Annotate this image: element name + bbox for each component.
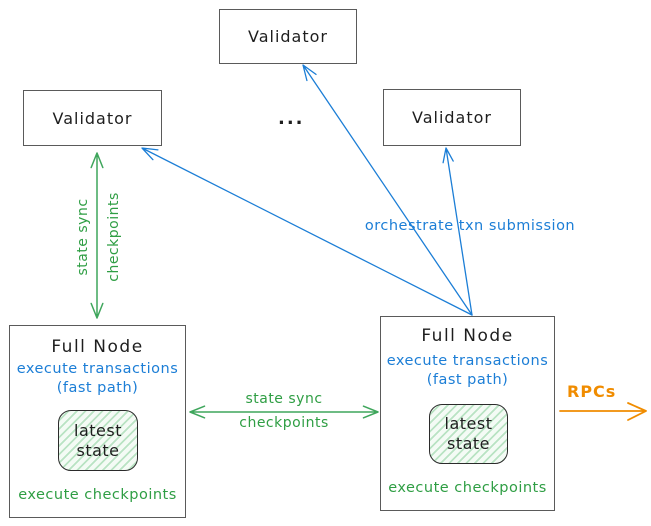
node-full-node-right: Full Node execute transactions (fast pat… bbox=[380, 316, 555, 511]
label-horizontal-checkpoints: checkpoints bbox=[239, 415, 329, 431]
full-node-right-latest-state: latest state bbox=[429, 404, 508, 464]
full-node-left-execute-transactions: execute transactions bbox=[16, 361, 179, 377]
validator-left-label: Validator bbox=[52, 108, 133, 128]
label-vertical-state-sync: state sync bbox=[75, 198, 91, 276]
full-node-left-latest-state: latest state bbox=[58, 410, 138, 471]
label-rpcs: RPCs bbox=[567, 382, 617, 401]
validator-ellipsis: ... bbox=[278, 108, 305, 129]
latest-state-line2: state bbox=[76, 440, 120, 460]
full-node-left-execute-checkpoints: execute checkpoints bbox=[18, 487, 177, 503]
label-vertical-checkpoints: checkpoints bbox=[106, 192, 122, 282]
full-node-right-execute-transactions: execute transactions bbox=[386, 353, 549, 369]
arrow-rpcs bbox=[559, 402, 647, 421]
validator-top-label: Validator bbox=[248, 27, 328, 46]
latest-state-line1: latest bbox=[444, 414, 493, 433]
node-validator-top: Validator bbox=[219, 9, 357, 64]
label-orchestrate-txn-submission: orchestrate txn submission bbox=[364, 218, 576, 234]
latest-state-line2: state bbox=[446, 434, 491, 453]
node-validator-left: Validator bbox=[23, 90, 162, 146]
full-node-left-title: Full Node bbox=[51, 337, 144, 357]
node-validator-right: Validator bbox=[383, 89, 521, 146]
node-full-node-left: Full Node execute transactions (fast pat… bbox=[9, 325, 186, 518]
validator-right-label: Validator bbox=[412, 108, 492, 127]
full-node-left-fast-path: (fast path) bbox=[56, 380, 139, 396]
full-node-right-fast-path: (fast path) bbox=[426, 372, 509, 388]
arrow-state-sync-vertical bbox=[90, 152, 104, 319]
label-horizontal-state-sync: state sync bbox=[245, 391, 323, 407]
full-node-right-title: Full Node bbox=[421, 326, 514, 346]
latest-state-line1: latest bbox=[74, 420, 122, 440]
full-node-right-execute-checkpoints: execute checkpoints bbox=[388, 480, 547, 496]
